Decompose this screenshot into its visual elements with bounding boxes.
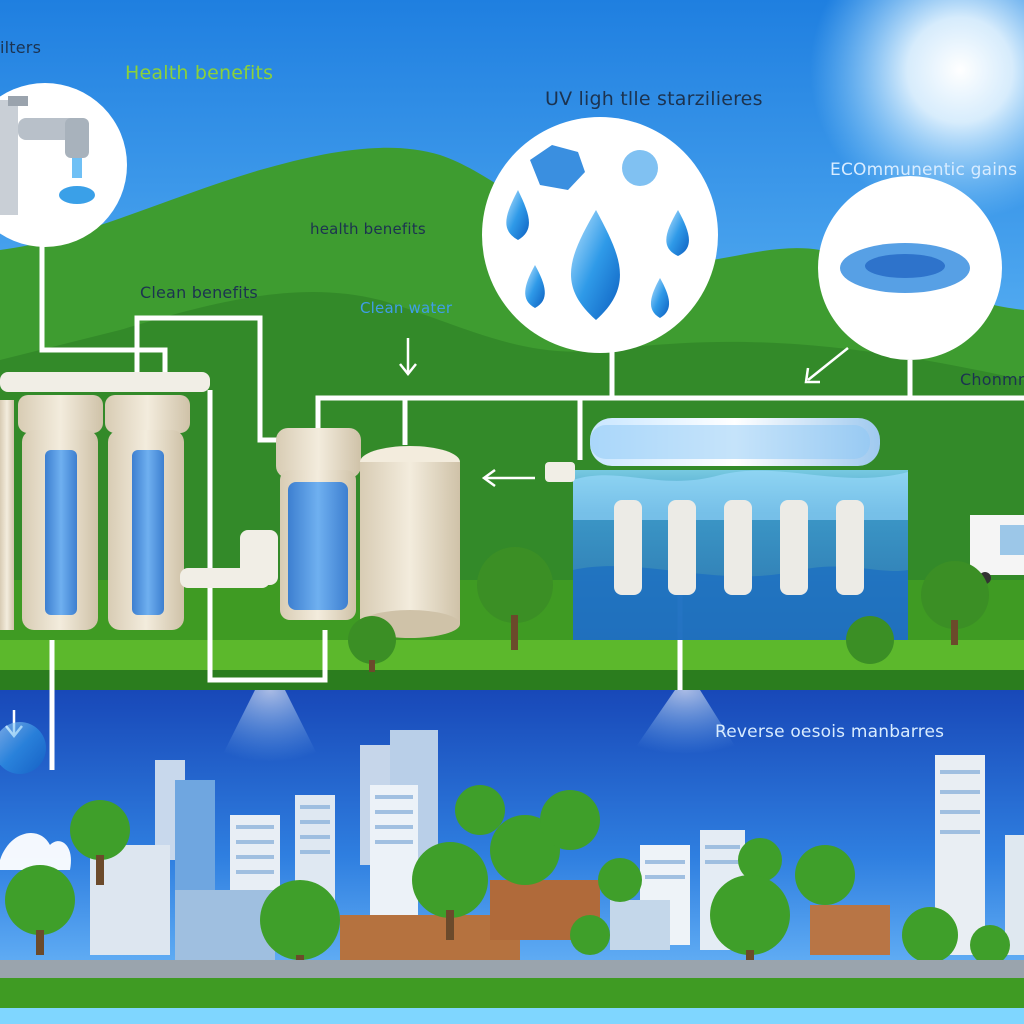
water-splash-icon — [622, 150, 658, 186]
down-arrow-icon — [399, 338, 417, 377]
label-health-benefits-top: Health benefits — [125, 62, 274, 84]
light-beam-left — [210, 690, 330, 780]
tree-icon — [412, 842, 488, 940]
building-icon — [90, 730, 1024, 960]
storage-tank — [360, 446, 460, 638]
crystal-icon — [530, 145, 585, 190]
label-filters: ilters — [0, 38, 42, 57]
prefilter-2 — [18, 395, 103, 630]
tree-icon — [348, 616, 396, 672]
down-left-arrow-icon — [804, 347, 849, 384]
carbon-filter — [276, 428, 361, 620]
label-clean-benefits: Clean benefits — [140, 283, 258, 302]
health-benefits-circle — [0, 83, 127, 247]
label-economic-gains: ECOmmunentic gains — [830, 160, 1018, 180]
label-reverse-osmosis: Reverse oesois manbarres — [715, 722, 945, 742]
prefilter-housings — [0, 372, 278, 630]
connector-lines — [39, 240, 1024, 770]
economic-gains-circle — [818, 176, 1002, 360]
truck-icon — [970, 515, 1024, 584]
tree-icon — [5, 865, 75, 955]
label-health-benefits-mid: health benefits — [310, 220, 426, 238]
city-skyline — [90, 730, 1024, 960]
tree-icon — [846, 616, 894, 664]
hedge — [0, 978, 1024, 1008]
tree-icon — [921, 561, 989, 645]
label-clean-water: Clean water — [360, 299, 453, 317]
prefilter-3 — [105, 395, 190, 630]
left-arrow-icon — [481, 468, 535, 488]
water-drop-icon — [666, 210, 689, 256]
faucet-icon — [0, 96, 95, 215]
cloud — [0, 833, 71, 870]
water-drop-icon — [570, 210, 620, 320]
water-drop-icon — [525, 265, 545, 308]
ro-membrane-tank — [545, 418, 908, 640]
water-drop-icon — [650, 278, 670, 318]
tree-icon — [477, 547, 553, 650]
tree-icon — [902, 907, 1010, 965]
water-edge — [0, 1008, 1024, 1024]
tree-icon — [455, 785, 600, 885]
ground-trees — [348, 547, 989, 672]
prefilter-1 — [0, 400, 14, 630]
label-uv-sterilizers: UV ligh tlle starzilieres — [545, 88, 763, 110]
tree-icon — [70, 800, 130, 885]
sun — [810, 0, 1024, 220]
tree-icon — [570, 858, 642, 955]
water-drop-icon — [0, 722, 46, 774]
street — [0, 960, 1024, 978]
ground-strip — [0, 670, 1024, 690]
uv-sterilizer-circle — [482, 117, 718, 353]
light-beam-right — [620, 690, 750, 770]
label-community: Chonmm — [960, 370, 1024, 389]
water-drop-icon — [506, 190, 529, 240]
tree-icon — [738, 838, 855, 905]
